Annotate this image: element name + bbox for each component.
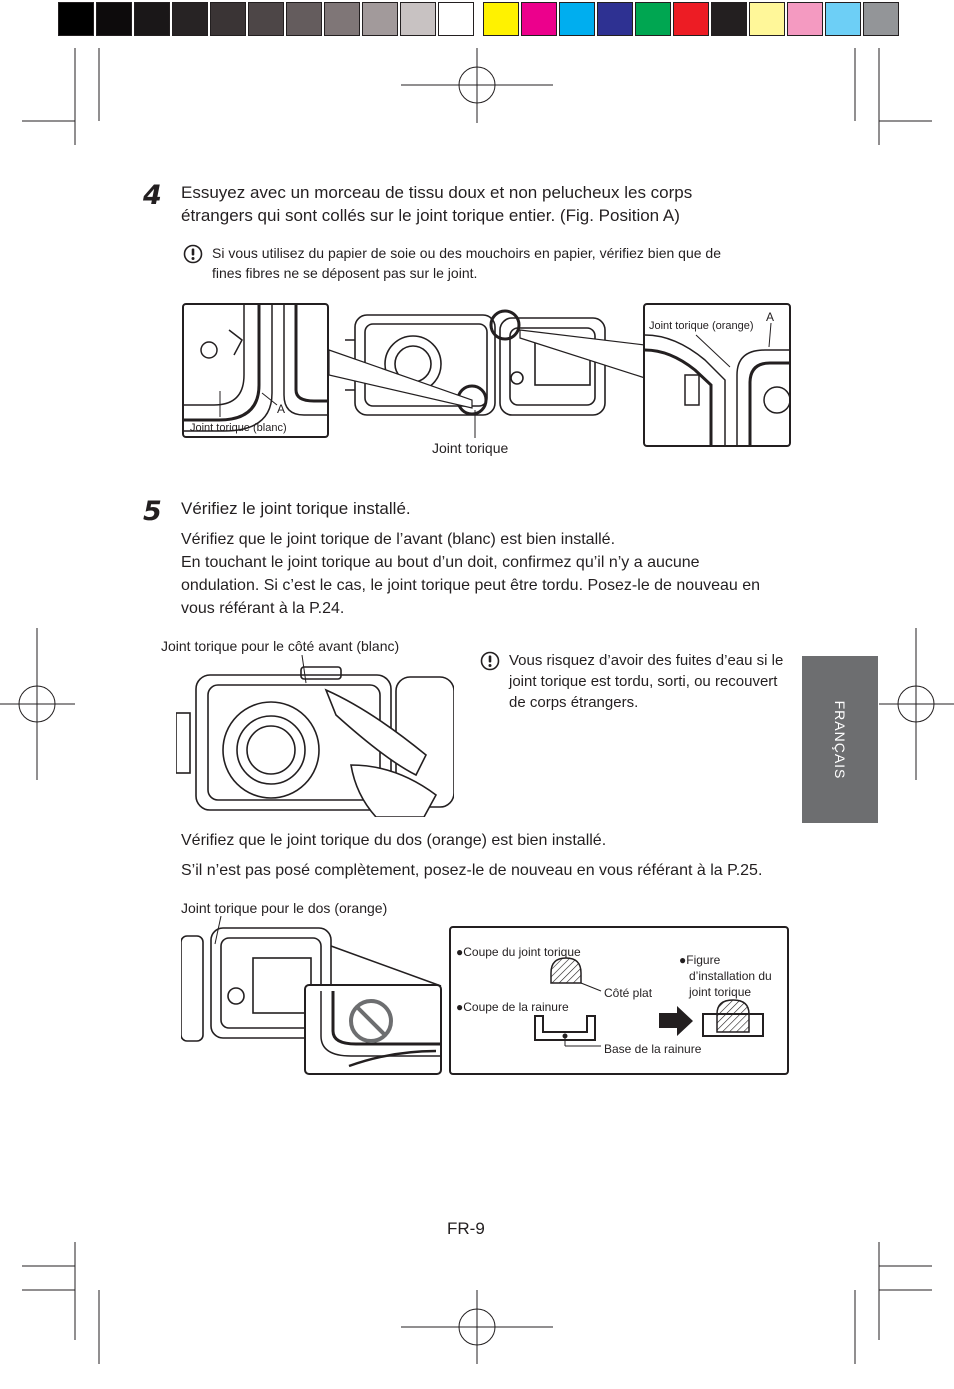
groove-cross-section-label: ●Coupe de la rainure (456, 1000, 569, 1014)
step-4-note-line-2: fines fibres ne se déposent pas sur le j… (212, 265, 478, 281)
step-4-number: 4 (143, 180, 162, 211)
step-5-body-line-2: En touchant le joint torique au bout d’u… (181, 554, 700, 571)
color-swatch (635, 2, 671, 36)
gray-swatch (172, 2, 208, 36)
installation-figure-label: ●Figure d’installation du joint torique (679, 952, 787, 1000)
finger-check-illustration (176, 655, 454, 817)
back-oring-zoom-figure: Joint torique (orange) A (643, 303, 791, 447)
back-oring-label: Joint torique pour le dos (orange) (181, 900, 388, 916)
color-swatch (673, 2, 709, 36)
color-swatch (825, 2, 861, 36)
back-housing-illustration (181, 916, 442, 1075)
gray-swatch (210, 2, 246, 36)
center-label-oring: Joint torique (432, 440, 509, 456)
callout-lines (328, 329, 646, 438)
gray-swatch (400, 2, 436, 36)
page-number: FR-9 (447, 1219, 485, 1238)
color-swatch (749, 2, 785, 36)
gray-swatch (438, 2, 474, 36)
color-swatch (483, 2, 519, 36)
step-5-number: 5 (143, 496, 162, 527)
step-5-warning-line-2: joint torique est tordu, sorti, ou recou… (509, 673, 778, 690)
right-marker-a: A (766, 310, 775, 324)
right-label-orange-oring: Joint torique (orange) (649, 320, 754, 332)
left-label-white-oring: Joint torique (blanc) (190, 422, 287, 434)
groove-schematic (534, 957, 764, 1047)
step-5-warning-line-1: Vous risquez d’avoir des fuites d’eau si… (509, 652, 784, 669)
installation-figure-line-3: joint torique (689, 985, 752, 999)
front-oring-label: Joint torique pour le côté avant (blanc) (161, 638, 400, 654)
back-check-line-2: S’il n’est pas posé complètement, posez-… (181, 862, 763, 879)
gray-swatch (134, 2, 170, 36)
step-5-title: Vérifiez le joint torique installé. (181, 499, 411, 518)
color-swatch (711, 2, 747, 36)
gray-swatch (362, 2, 398, 36)
gray-swatch (248, 2, 284, 36)
step-5-warning: Vous risquez d’avoir des fuites d’eau si… (509, 650, 799, 713)
housing-front-detail-illustration: A (184, 305, 327, 432)
gray-swatch (286, 2, 322, 36)
language-tab: FRANÇAIS (802, 656, 878, 823)
language-tab-label: FRANÇAIS (832, 700, 848, 779)
step-4-note-line-1: Si vous utilisez du papier de soie ou de… (212, 245, 721, 261)
step-5-body-line-4: vous référant à la P.24. (181, 600, 345, 617)
color-swatch (597, 2, 633, 36)
color-swatch-bar (483, 2, 901, 38)
housing-back-detail-illustration (645, 322, 789, 445)
step-5-body: Vérifiez que le joint torique de l’avant… (181, 528, 801, 620)
step-5-warning-line-3: de corps étrangers. (509, 694, 639, 711)
groove-base-label: Base de la rainure (604, 1042, 702, 1056)
step-4-line-1: Essuyez avec un morceau de tissu doux et… (181, 183, 693, 202)
color-swatch (521, 2, 557, 36)
groove-diagram-panel: ●Coupe du joint torique ●Coupe de la rai… (449, 926, 789, 1075)
gray-swatch (96, 2, 132, 36)
back-check-line-1: Vérifiez que le joint torique du dos (or… (181, 832, 607, 849)
flat-side-label: Côté plat (604, 986, 653, 1000)
step-4-note: Si vous utilisez du papier de soie ou de… (212, 243, 802, 283)
oring-cross-section-label: ●Coupe du joint torique (456, 945, 581, 959)
step-5-body-line-3: ondulation. Si c’est le cas, le joint to… (181, 577, 761, 594)
installation-figure-line-1: ●Figure (679, 953, 721, 967)
front-oring-zoom-figure: A Joint torique (blanc) (182, 303, 329, 438)
gray-swatch (324, 2, 360, 36)
left-marker-a: A (277, 402, 285, 416)
step-4-instruction: Essuyez avec un morceau de tissu doux et… (181, 181, 801, 227)
caution-icon (183, 244, 203, 264)
step-5-body-line-1: Vérifiez que le joint torique de l’avant… (181, 531, 616, 548)
color-swatch (787, 2, 823, 36)
gray-swatch-bar (58, 2, 476, 38)
color-swatch (863, 2, 899, 36)
step-4-line-2: étrangers qui sont collés sur le joint t… (181, 206, 680, 225)
gray-swatch (58, 2, 94, 36)
installation-figure-line-2: d’installation du (689, 969, 772, 983)
caution-icon (480, 651, 500, 671)
color-swatch (559, 2, 595, 36)
